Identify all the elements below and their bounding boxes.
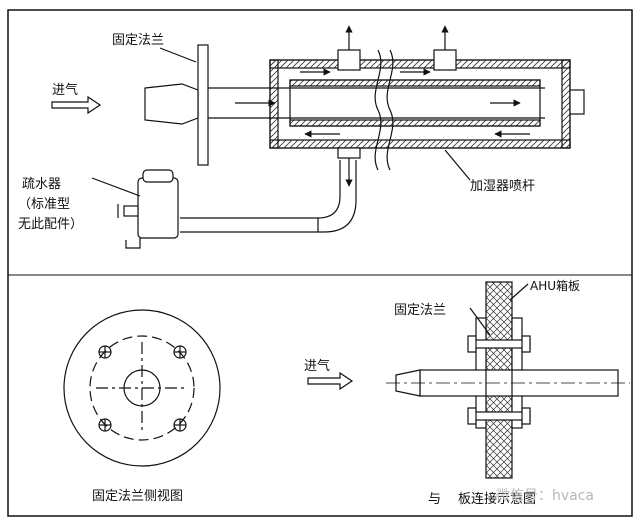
jacket-wall-left <box>269 59 279 149</box>
sleeve-wall-top <box>289 79 541 87</box>
steam-trap-cap <box>142 169 174 183</box>
leader-flange <box>159 47 197 63</box>
bolt-top-head-r <box>521 335 531 353</box>
break-line-2 <box>386 49 394 171</box>
bolt-bottom-head-r <box>521 407 531 425</box>
jacket-wall-top <box>269 59 571 69</box>
bolt-hole-br <box>173 418 187 432</box>
steam-trap-outlet <box>125 238 141 249</box>
outlet-nozzle-1 <box>337 49 361 71</box>
outer-jacket <box>269 59 571 149</box>
steam-trap-body <box>137 177 179 239</box>
lance-label: 加湿器喷杆 <box>470 179 535 194</box>
ahu-connection-view <box>307 281 630 479</box>
side-view-caption: 固定法兰侧视图 <box>92 489 183 504</box>
inlet-label-top: 进气 <box>52 82 78 98</box>
break-line-1 <box>374 49 382 171</box>
trap-label-line1: 疏水器 <box>22 177 61 192</box>
jacket-wall-bottom <box>269 139 571 149</box>
watermark: 微信号：hvaca <box>496 488 594 504</box>
flange-side-view <box>63 309 221 467</box>
inlet-arrow-bottom <box>307 371 354 391</box>
leader-flange-br <box>469 307 491 336</box>
jacket-wall-right <box>561 59 571 149</box>
drain-pipe-outer <box>180 160 341 219</box>
flange-label-bottom: 固定法兰 <box>394 303 446 318</box>
flange-outer-circle <box>63 309 221 467</box>
outlet-nozzle-2 <box>433 49 457 71</box>
bolt-hole-tl <box>98 345 112 359</box>
leader-trap <box>91 177 141 197</box>
bolt-top <box>469 339 531 349</box>
leader-ahu <box>509 283 529 301</box>
trap-label-line3: 无此配件） <box>18 217 83 232</box>
inlet-label-bottom: 进气 <box>304 358 330 374</box>
drain-pipe-inner <box>180 160 357 233</box>
steam-trap-valve <box>123 205 139 217</box>
sleeve-wall-bottom <box>289 119 541 127</box>
top-section <box>51 25 585 249</box>
bolt-bottom-head-l <box>467 407 477 425</box>
bolt-hole-tr <box>173 345 187 359</box>
lance-nozzle-tip <box>395 369 421 397</box>
connection-caption: 板连接示意图 <box>458 491 536 507</box>
flange-label-top: 固定法兰 <box>112 33 164 48</box>
inlet-arrow-top <box>51 95 102 115</box>
outer-frame <box>7 9 633 517</box>
ahu-label: AHU箱板 <box>530 278 580 293</box>
bolt-top-head-l <box>467 335 477 353</box>
trap-label-line2: （标准型 <box>18 197 70 212</box>
end-cap <box>569 89 585 115</box>
bolt-hole-bl <box>98 418 112 432</box>
connection-caption-start: 与 <box>428 492 441 507</box>
drain-stub <box>337 147 361 159</box>
flange-plate <box>197 44 209 166</box>
bolt-circle <box>89 335 195 441</box>
nozzle-cone <box>144 83 199 125</box>
leader-lance <box>444 149 471 181</box>
bolt-bottom <box>469 411 531 421</box>
